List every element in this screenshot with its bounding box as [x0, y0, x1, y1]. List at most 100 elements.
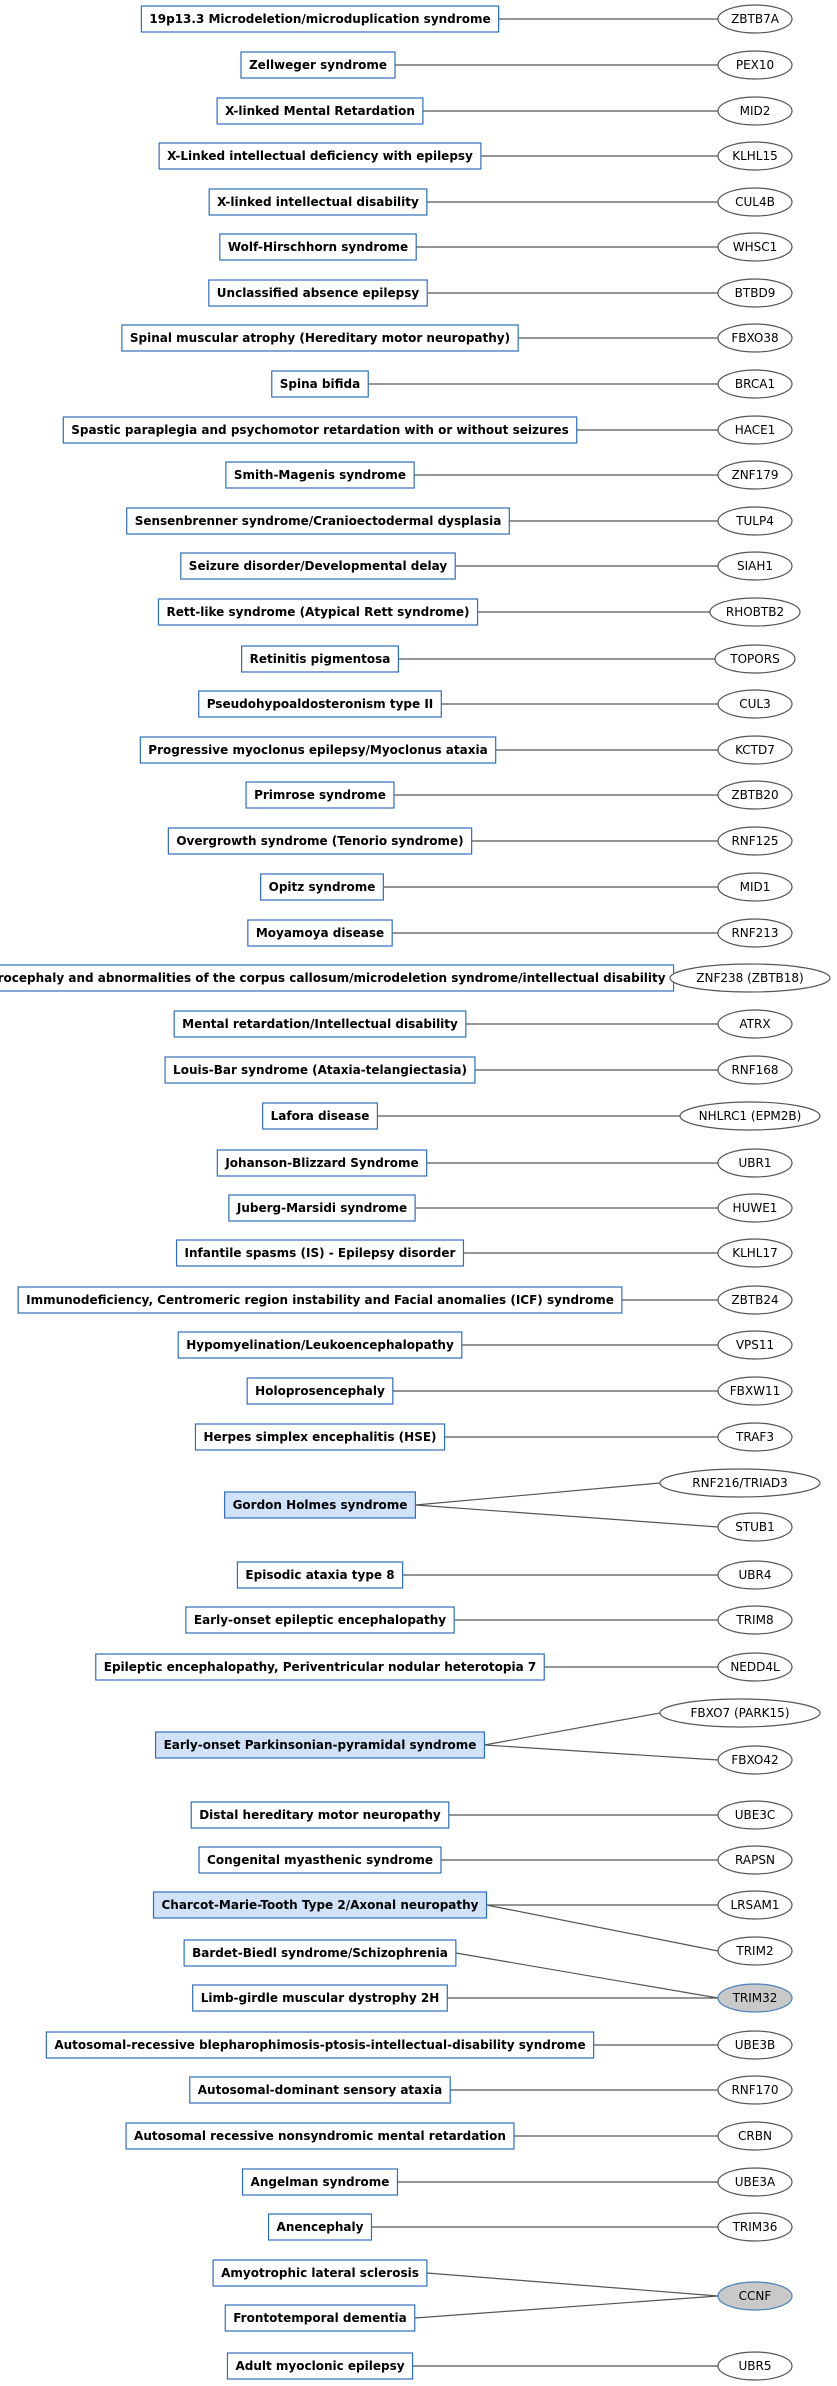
disease-node[interactable]: Epileptic encephalopathy, Periventricula…: [95, 1653, 545, 1681]
gene-node[interactable]: FBXW11: [717, 1376, 793, 1406]
disease-node[interactable]: Sensenbrenner syndrome/Cranioectodermal …: [126, 507, 510, 535]
disease-node[interactable]: Rett-like syndrome (Atypical Rett syndro…: [157, 598, 479, 626]
gene-node[interactable]: UBE3A: [717, 2167, 793, 2197]
gene-node[interactable]: TOPORS: [714, 644, 796, 674]
disease-node[interactable]: Spina bifida: [271, 370, 369, 398]
gene-node[interactable]: TRIM32: [717, 1983, 793, 2013]
disease-node[interactable]: Unclassified absence epilepsy: [208, 279, 428, 307]
gene-node[interactable]: UBE3B: [717, 2030, 793, 2060]
gene-node[interactable]: KLHL15: [717, 141, 793, 171]
gene-node[interactable]: RNF168: [717, 1055, 793, 1085]
gene-node[interactable]: HUWE1: [717, 1193, 793, 1223]
disease-node[interactable]: 19p13.3 Microdeletion/microduplication s…: [140, 5, 500, 33]
gene-node[interactable]: CRBN: [717, 2121, 793, 2151]
disease-node[interactable]: Amyotrophic lateral sclerosis: [212, 2259, 428, 2287]
disease-node[interactable]: Charcot-Marie-Tooth Type 2/Axonal neurop…: [152, 1891, 488, 1919]
disease-node[interactable]: Pseudohypoaldosteronism type II: [198, 690, 442, 718]
disease-node[interactable]: Early-onset Parkinsonian-pyramidal syndr…: [154, 1731, 486, 1759]
gene-node[interactable]: ZNF238 (ZBTB18): [669, 963, 831, 993]
gene-node[interactable]: HACE1: [717, 415, 793, 445]
gene-node[interactable]: NHLRC1 (EPM2B): [679, 1101, 821, 1131]
disease-node[interactable]: Autosomal recessive nonsyndromic mental …: [125, 2122, 515, 2150]
disease-node[interactable]: Holoprosencephaly: [246, 1377, 394, 1405]
gene-node[interactable]: TULP4: [717, 506, 793, 536]
gene-node[interactable]: ATRX: [717, 1009, 793, 1039]
gene-node[interactable]: FBXO7 (PARK15): [659, 1698, 821, 1728]
gene-node[interactable]: BTBD9: [717, 278, 793, 308]
gene-node[interactable]: RNF125: [717, 826, 793, 856]
gene-node[interactable]: RNF216/TRIAD3: [659, 1468, 821, 1498]
disease-node[interactable]: X-Linked intellectual deficiency with ep…: [158, 142, 482, 170]
disease-node[interactable]: Adult myoclonic epilepsy: [226, 2352, 414, 2380]
disease-node[interactable]: Herpes simplex encephalitis (HSE): [194, 1423, 446, 1451]
disease-node[interactable]: Microcephaly and abnormalities of the co…: [0, 964, 675, 992]
gene-node[interactable]: CCNF: [717, 2281, 793, 2311]
disease-node[interactable]: X-linked Mental Retardation: [216, 97, 424, 125]
gene-node[interactable]: RNF170: [717, 2075, 793, 2105]
disease-node[interactable]: Hypomyelination/Leukoencephalopathy: [177, 1331, 463, 1359]
disease-node[interactable]: Mental retardation/Intellectual disabili…: [173, 1010, 467, 1038]
gene-node[interactable]: MID1: [717, 872, 793, 902]
gene-node[interactable]: NEDD4L: [717, 1652, 793, 1682]
gene-node[interactable]: ZBTB24: [717, 1285, 793, 1315]
disease-node[interactable]: Spastic paraplegia and psychomotor retar…: [62, 416, 578, 444]
disease-node[interactable]: Angelman syndrome: [241, 2168, 399, 2196]
disease-node[interactable]: Congenital myasthenic syndrome: [198, 1846, 442, 1874]
gene-node[interactable]: TRAF3: [717, 1422, 793, 1452]
disease-node[interactable]: Frontotemporal dementia: [224, 2304, 416, 2332]
gene-node[interactable]: RNF213: [717, 918, 793, 948]
gene-node[interactable]: TRIM2: [717, 1936, 793, 1966]
gene-node[interactable]: ZNF179: [717, 460, 793, 490]
disease-node[interactable]: Primrose syndrome: [245, 781, 395, 809]
gene-node[interactable]: MID2: [717, 96, 793, 126]
disease-node[interactable]: Lafora disease: [262, 1102, 378, 1130]
gene-node[interactable]: ZBTB7A: [717, 4, 793, 34]
disease-node[interactable]: Bardet-Biedl syndrome/Schizophrenia: [183, 1939, 457, 1967]
gene-node[interactable]: ZBTB20: [717, 780, 793, 810]
gene-node[interactable]: UBR5: [717, 2351, 793, 2381]
gene-node[interactable]: VPS11: [717, 1330, 793, 1360]
disease-node[interactable]: Retinitis pigmentosa: [241, 645, 399, 673]
gene-node[interactable]: CUL4B: [717, 187, 793, 217]
gene-node[interactable]: SIAH1: [717, 551, 793, 581]
gene-node[interactable]: STUB1: [717, 1512, 793, 1542]
gene-node[interactable]: KLHL17: [717, 1238, 793, 1268]
gene-node[interactable]: RHOBTB2: [709, 597, 801, 627]
gene-node[interactable]: UBR4: [717, 1560, 793, 1590]
disease-node[interactable]: Zellweger syndrome: [240, 51, 396, 79]
gene-node[interactable]: FBXO38: [717, 323, 793, 353]
disease-node[interactable]: Juberg-Marsidi syndrome: [228, 1194, 416, 1222]
disease-node[interactable]: Smith-Magenis syndrome: [225, 461, 415, 489]
gene-node[interactable]: LRSAM1: [717, 1890, 793, 1920]
disease-node[interactable]: Early-onset epileptic encephalopathy: [185, 1606, 455, 1634]
disease-node[interactable]: Distal hereditary motor neuropathy: [190, 1801, 450, 1829]
disease-node[interactable]: Overgrowth syndrome (Tenorio syndrome): [167, 827, 473, 855]
disease-node[interactable]: Infantile spasms (IS) - Epilepsy disorde…: [175, 1239, 465, 1267]
disease-node[interactable]: Gordon Holmes syndrome: [223, 1491, 417, 1519]
disease-node[interactable]: Immunodeficiency, Centromeric region ins…: [17, 1286, 623, 1314]
disease-node[interactable]: Episodic ataxia type 8: [236, 1561, 404, 1589]
gene-node[interactable]: RAPSN: [717, 1845, 793, 1875]
disease-node[interactable]: Progressive myoclonus epilepsy/Myoclonus…: [139, 736, 497, 764]
gene-node[interactable]: UBE3C: [717, 1800, 793, 1830]
disease-node[interactable]: Louis-Bar syndrome (Ataxia-telangiectasi…: [164, 1056, 476, 1084]
disease-node[interactable]: Johanson-Blizzard Syndrome: [216, 1149, 428, 1177]
disease-node[interactable]: Anencephaly: [267, 2213, 373, 2241]
disease-node[interactable]: Limb-girdle muscular dystrophy 2H: [192, 1984, 448, 2012]
disease-node[interactable]: Wolf-Hirschhorn syndrome: [219, 233, 417, 261]
disease-node[interactable]: Autosomal-recessive blepharophimosis-pto…: [45, 2031, 595, 2059]
disease-node[interactable]: Seizure disorder/Developmental delay: [180, 552, 456, 580]
disease-node[interactable]: X-linked intellectual disability: [208, 188, 428, 216]
gene-node[interactable]: PEX10: [717, 50, 793, 80]
gene-node[interactable]: TRIM36: [717, 2212, 793, 2242]
gene-node[interactable]: UBR1: [717, 1148, 793, 1178]
disease-node[interactable]: Spinal muscular atrophy (Hereditary moto…: [121, 324, 519, 352]
disease-node[interactable]: Autosomal-dominant sensory ataxia: [189, 2076, 451, 2104]
disease-node[interactable]: Moyamoya disease: [247, 919, 393, 947]
gene-node[interactable]: TRIM8: [717, 1605, 793, 1635]
gene-node[interactable]: BRCA1: [717, 369, 793, 399]
gene-node[interactable]: FBXO42: [717, 1745, 793, 1775]
gene-node[interactable]: KCTD7: [717, 735, 793, 765]
disease-node[interactable]: Opitz syndrome: [260, 873, 384, 901]
gene-node[interactable]: WHSC1: [717, 232, 793, 262]
